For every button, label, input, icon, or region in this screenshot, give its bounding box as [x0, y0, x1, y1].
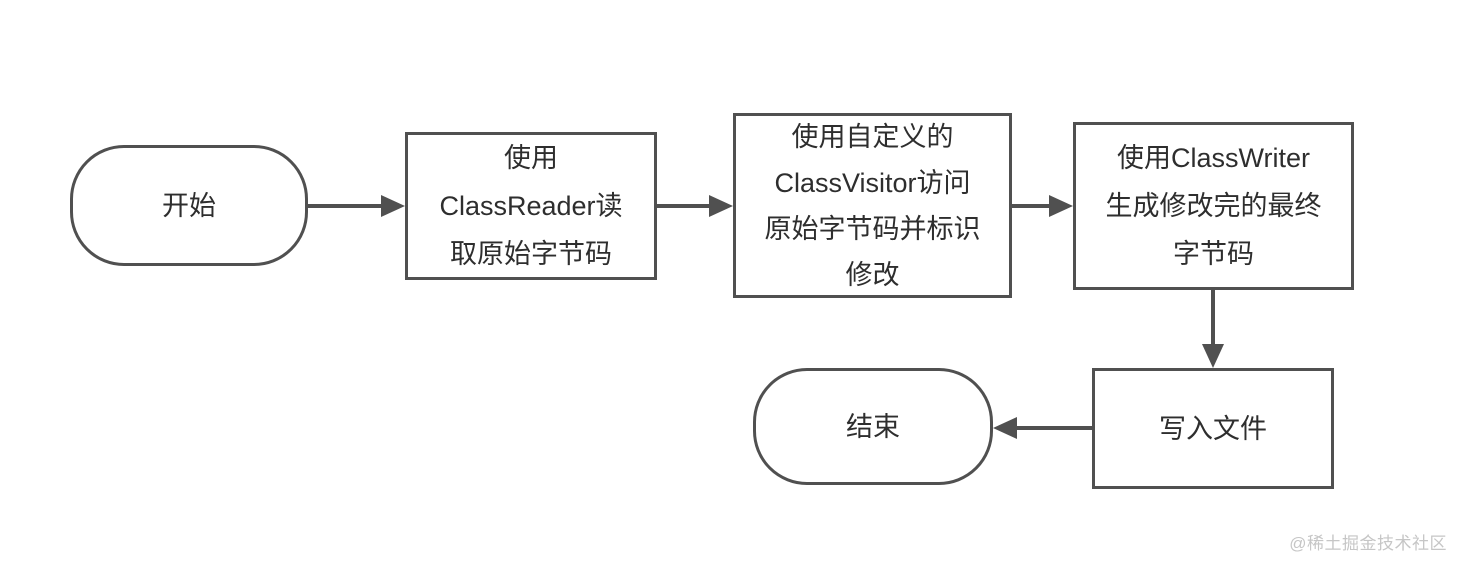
node-write-file-label: 写入文件	[1159, 413, 1267, 444]
node-classwriter-line-2: 生成修改完的最终	[1105, 191, 1322, 221]
node-classvisitor-line-1: 使用自定义的	[791, 121, 954, 152]
node-classvisitor: 使用自定义的 ClassVisitor访问 原始字节码并标识 修改	[733, 113, 1012, 298]
watermark: @稀土掘金技术社区	[1289, 534, 1447, 553]
node-classvisitor-line-4: 修改	[845, 259, 900, 290]
arrowhead-right-icon	[1049, 195, 1073, 217]
arrowhead-right-icon	[709, 195, 733, 217]
node-classreader: 使用 ClassReader读 取原始字节码	[405, 132, 657, 280]
arrow-shaft	[1012, 204, 1049, 208]
node-classvisitor-line-2: ClassVisitor访问	[774, 167, 971, 198]
arrowhead-down-icon	[1202, 344, 1224, 368]
arrow-shaft	[1211, 290, 1215, 344]
arrow-shaft	[308, 204, 381, 208]
node-classwriter-line-1: 使用ClassWriter	[1116, 143, 1310, 173]
arrow-visitor-to-writer	[1012, 195, 1073, 217]
node-end-label: 结束	[846, 411, 900, 442]
arrow-shaft	[1017, 426, 1092, 430]
arrow-writer-to-writefile	[1202, 290, 1224, 368]
node-classreader-line-3: 取原始字节码	[450, 239, 612, 269]
node-classreader-line-1: 使用	[504, 143, 558, 173]
arrowhead-right-icon	[381, 195, 405, 217]
arrow-start-to-reader	[308, 195, 405, 217]
node-classwriter-line-3: 字节码	[1173, 239, 1254, 269]
node-classvisitor-line-3: 原始字节码并标识	[764, 213, 981, 244]
node-start: 开始	[70, 145, 308, 266]
arrow-writefile-to-end	[993, 417, 1092, 439]
node-classreader-line-2: ClassReader读	[439, 191, 623, 221]
node-end: 结束	[753, 368, 993, 485]
node-write-file: 写入文件	[1092, 368, 1334, 489]
node-start-label: 开始	[162, 190, 216, 221]
arrowhead-left-icon	[993, 417, 1017, 439]
arrow-reader-to-visitor	[657, 195, 733, 217]
node-classwriter: 使用ClassWriter 生成修改完的最终 字节码	[1073, 122, 1354, 290]
arrow-shaft	[657, 204, 709, 208]
